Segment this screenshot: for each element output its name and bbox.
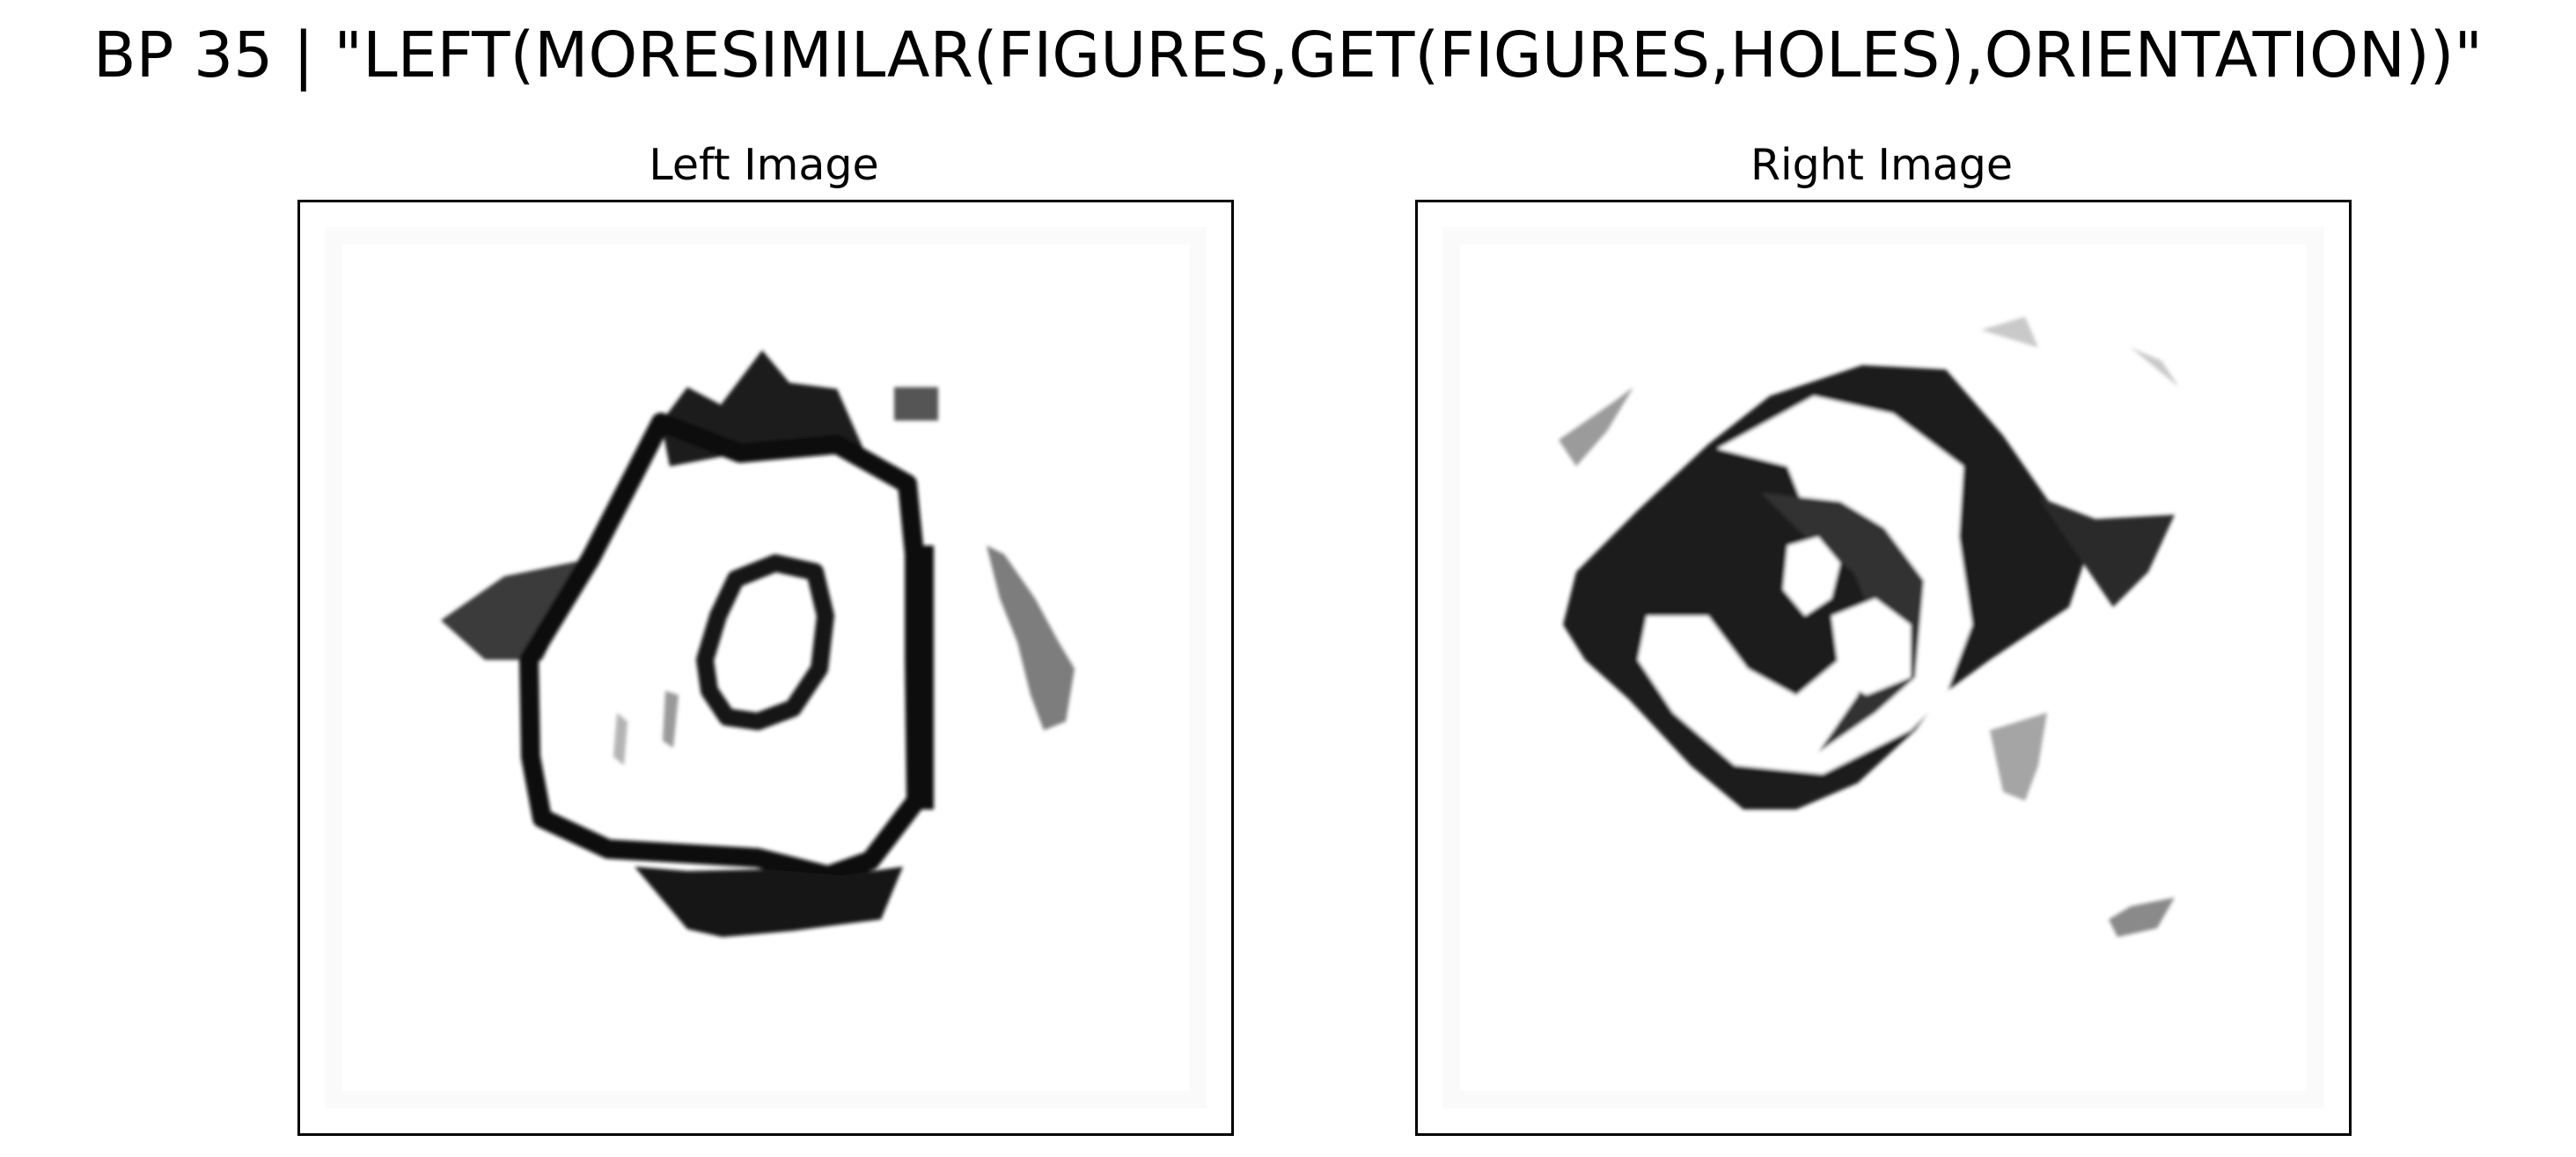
figure-shape bbox=[696, 554, 834, 730]
figure-shape bbox=[519, 413, 926, 885]
figure-shape bbox=[2109, 897, 2175, 937]
right-image-panel bbox=[1415, 200, 2352, 1136]
right-panel-title: Right Image bbox=[1750, 140, 2014, 190]
figure-shape bbox=[635, 867, 903, 937]
left-image-panel bbox=[297, 200, 1234, 1136]
left-panel-title: Left Image bbox=[649, 140, 879, 190]
figure-title: BP 35 | "LEFT(MORESIMILAR(FIGURES,GET(FI… bbox=[92, 18, 2484, 92]
figure-shape bbox=[987, 546, 1075, 730]
figure-shape bbox=[916, 546, 934, 809]
figure-shape bbox=[894, 387, 938, 421]
figure-shape bbox=[2038, 497, 2175, 607]
left-image bbox=[300, 202, 1231, 1133]
right-image bbox=[1418, 202, 2349, 1133]
figure-shape bbox=[1783, 537, 1840, 616]
figure-shape bbox=[1831, 598, 1911, 695]
